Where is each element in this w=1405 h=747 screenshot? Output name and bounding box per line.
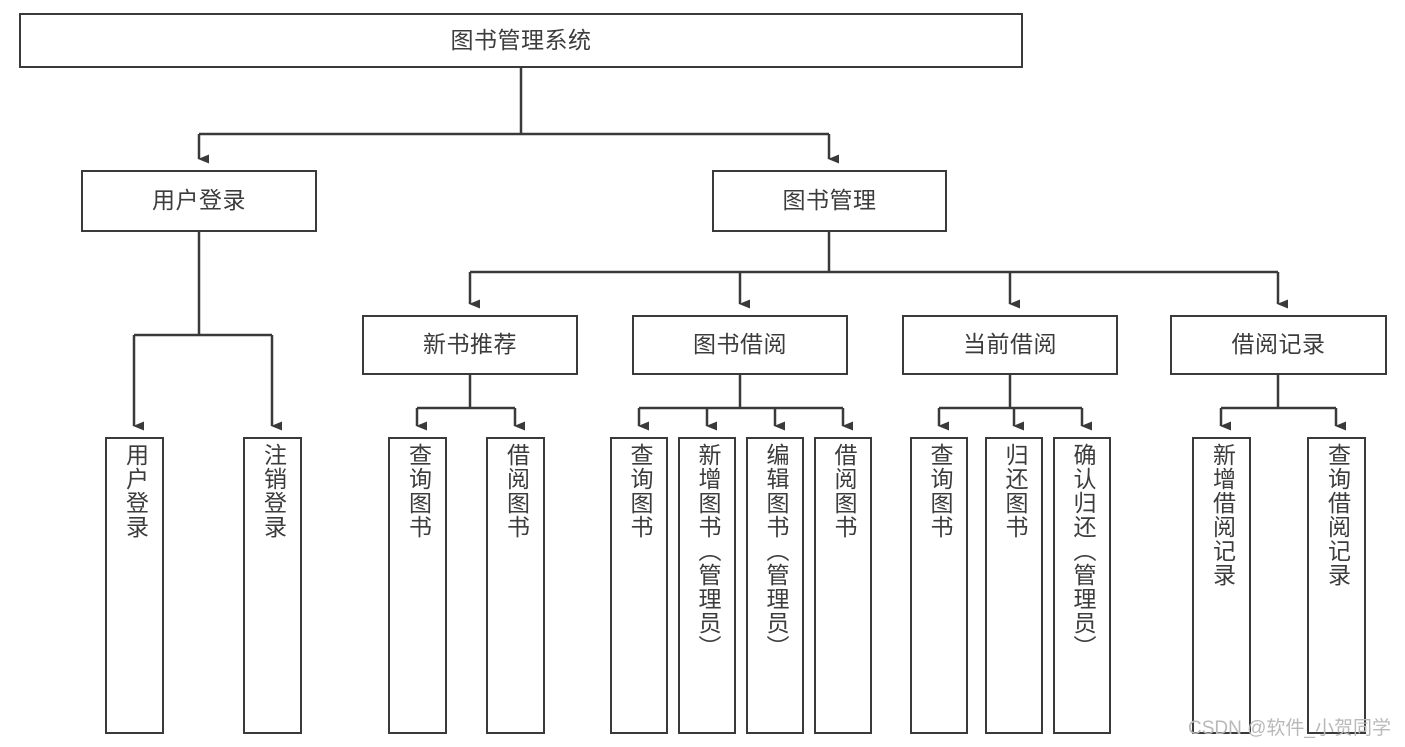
watermark-text: CSDN @软件_小贺同学 <box>1188 718 1391 739</box>
node-label: 归还图书 <box>1001 443 1028 539</box>
node-label: 图书管理系统 <box>450 26 592 53</box>
leaf-node[interactable]: 归还图书 <box>985 437 1043 734</box>
node-label: 新书推荐 <box>423 331 517 358</box>
leaf-node[interactable]: 用户登录 <box>105 437 164 734</box>
node-label: 借阅图书 <box>503 443 530 539</box>
root-node[interactable]: 图书管理系统 <box>19 13 1023 68</box>
leaf-node[interactable]: 借阅图书 <box>486 437 545 734</box>
leaf-node[interactable]: 借阅图书 <box>814 437 872 734</box>
node-label: 查询图书 <box>926 443 953 539</box>
leaf-node[interactable]: 查询图书 <box>388 437 447 734</box>
leaf-node[interactable]: 确认归还（管理员） <box>1053 437 1111 734</box>
branch-node[interactable]: 用户登录 <box>81 170 317 232</box>
node-label: 注销登录 <box>260 443 287 539</box>
node-label: 当前借阅 <box>963 331 1057 358</box>
node-label: 编辑图书（管理员） <box>762 443 789 659</box>
branch-node[interactable]: 新书推荐 <box>362 315 578 375</box>
node-label: 借阅记录 <box>1231 331 1326 358</box>
leaf-node[interactable]: 注销登录 <box>243 437 302 734</box>
branch-node[interactable]: 借阅记录 <box>1170 315 1387 375</box>
node-label: 确认归还（管理员） <box>1069 443 1096 659</box>
node-label: 借阅图书 <box>830 443 857 539</box>
node-label: 新增借阅记录 <box>1209 443 1236 587</box>
leaf-node[interactable]: 新增借阅记录 <box>1192 437 1251 734</box>
node-label: 查询图书 <box>626 443 653 539</box>
branch-node[interactable]: 图书管理 <box>712 170 947 232</box>
node-label: 用户登录 <box>122 443 149 539</box>
leaf-node[interactable]: 查询图书 <box>610 437 668 734</box>
leaf-node[interactable]: 新增图书（管理员） <box>678 437 736 734</box>
leaf-node[interactable]: 查询借阅记录 <box>1307 437 1366 734</box>
node-label: 查询借阅记录 <box>1324 443 1351 587</box>
node-label: 查询图书 <box>405 443 432 539</box>
node-label: 用户登录 <box>152 187 246 214</box>
branch-node[interactable]: 当前借阅 <box>902 315 1118 375</box>
node-label: 新增图书（管理员） <box>694 443 721 659</box>
leaf-node[interactable]: 查询图书 <box>910 437 968 734</box>
connector-lines <box>132 68 1346 431</box>
leaf-node[interactable]: 编辑图书（管理员） <box>746 437 804 734</box>
node-label: 图书借阅 <box>693 331 787 358</box>
branch-node[interactable]: 图书借阅 <box>632 315 848 375</box>
node-label: 图书管理 <box>782 187 877 214</box>
